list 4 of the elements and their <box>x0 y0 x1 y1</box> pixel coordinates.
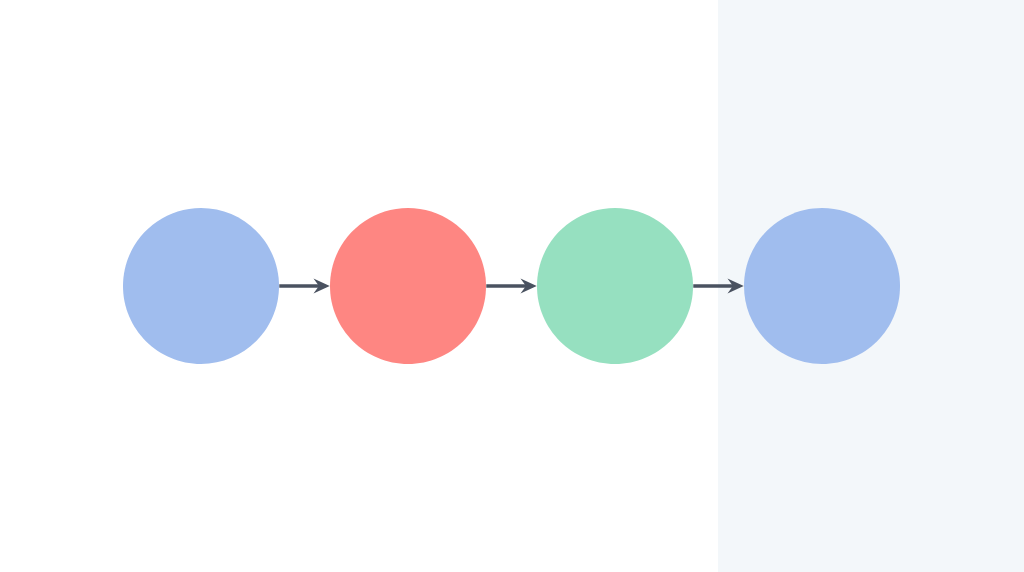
circle <box>123 208 279 364</box>
circle <box>330 208 486 364</box>
circle <box>744 208 900 364</box>
circle <box>537 208 693 364</box>
